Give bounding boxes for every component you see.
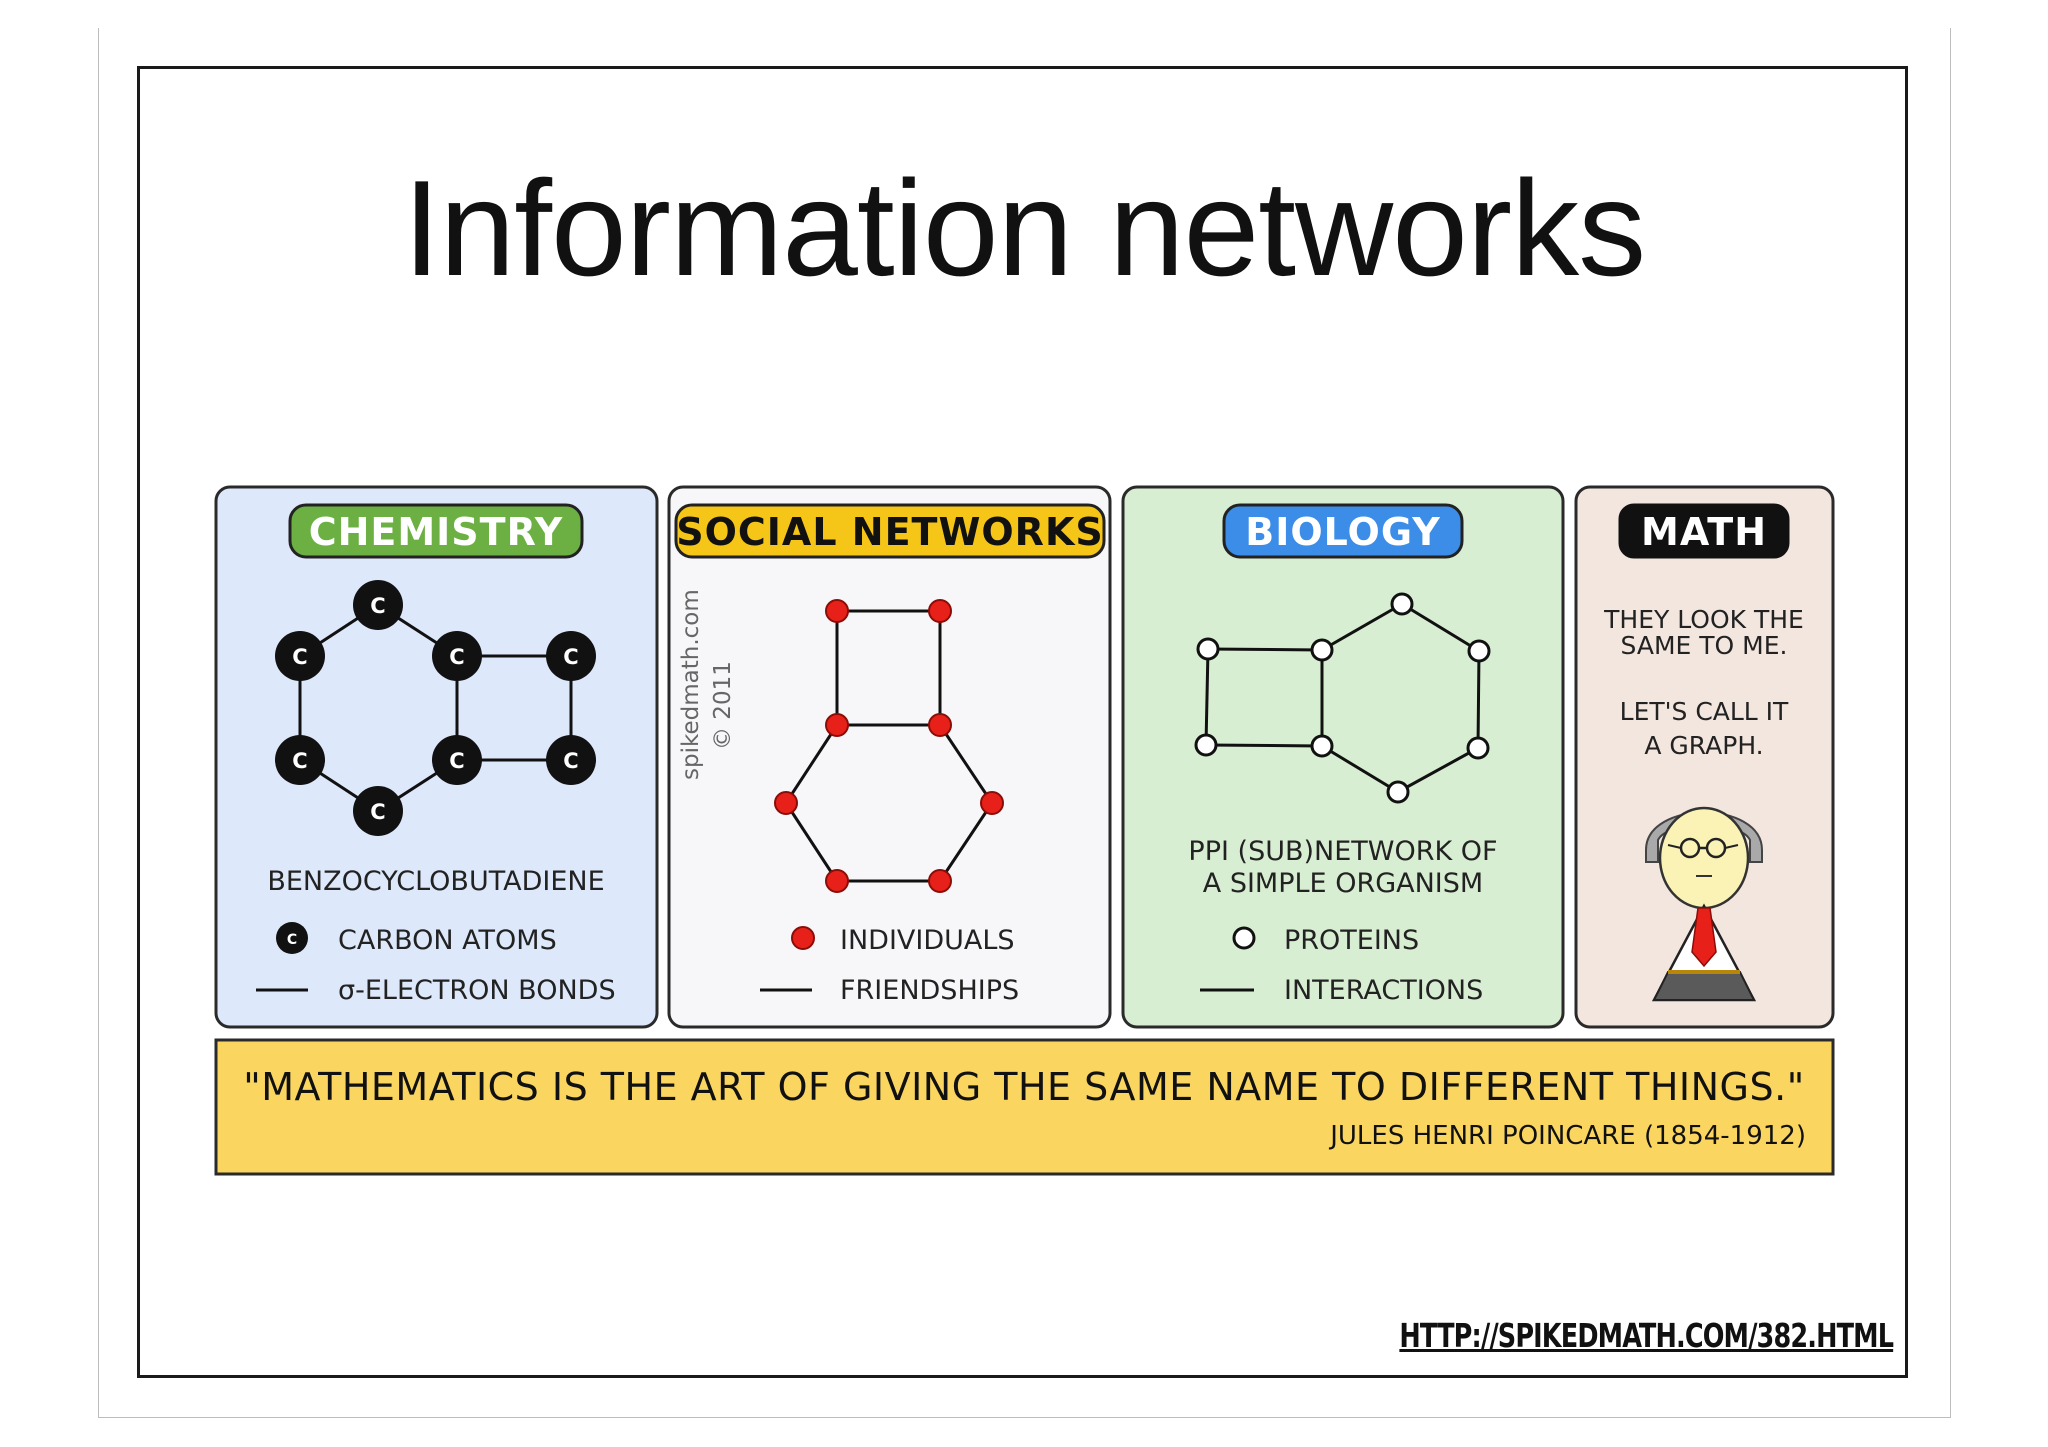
speech-line: SAME TO ME. <box>1621 631 1788 660</box>
carbon-atom-node: C <box>546 735 596 785</box>
protein-interaction-graph <box>1194 592 1491 804</box>
quote-attribution: JULES HENRI POINCARE (1854-1912) <box>1328 1121 1806 1151</box>
character-tie <box>1691 907 1717 968</box>
protein-node <box>1194 733 1218 757</box>
protein-node <box>1467 639 1491 663</box>
carbon-atom-legend-icon <box>276 922 308 954</box>
protein-node <box>1310 734 1334 758</box>
protein-node <box>1390 592 1414 616</box>
carbon-atom-node: C <box>353 580 403 630</box>
carbon-atom-node: C <box>546 631 596 681</box>
mathematician-character <box>1645 806 1763 1002</box>
carbon-atom-node: C <box>275 735 325 785</box>
slide-edge-bottom <box>98 1417 1951 1418</box>
social-networks-heading-badge <box>674 503 1106 559</box>
panel-biology: BIOLOGY <box>1121 485 1565 1029</box>
individual-node <box>825 599 849 623</box>
svg-text:C: C <box>563 749 578 773</box>
panel-chemistry: CHEMISTRY C C C C C C C C BENZOCYCLOBUTA… <box>214 485 659 1029</box>
svg-text:C: C <box>563 645 578 669</box>
individual-node <box>928 599 952 623</box>
svg-text:spikedmath.com: spikedmath.com <box>678 589 704 780</box>
quote-text: "MATHEMATICS IS THE ART OF GIVING THE SA… <box>243 1065 1804 1109</box>
svg-text:C: C <box>287 932 297 948</box>
svg-text:C: C <box>292 749 307 773</box>
svg-text:C: C <box>449 645 464 669</box>
legend-label: INDIVIDUALS <box>840 925 1015 956</box>
chemistry-legend: C CARBON ATOMS σ-ELECTRON BONDS <box>256 922 616 1006</box>
protein-node <box>1310 638 1334 662</box>
individual-node <box>980 791 1004 815</box>
protein-node <box>1196 637 1220 661</box>
speech-line: THEY LOOK THE <box>1603 605 1804 634</box>
source-url-link[interactable]: HTTP://SPIKEDMATH.COM/382.HTML <box>1399 1316 1894 1355</box>
legend-label: FRIENDSHIPS <box>840 975 1019 1006</box>
slide-title: Information networks <box>402 152 1646 304</box>
individual-legend-icon <box>791 926 815 950</box>
protein-legend-icon <box>1232 926 1256 950</box>
svg-text:© 2011: © 2011 <box>710 661 736 750</box>
character-face <box>1658 806 1750 910</box>
protein-node <box>1386 780 1410 804</box>
individual-node <box>928 869 952 893</box>
protein-node <box>1466 736 1490 760</box>
carbon-atom-node: C <box>353 786 403 836</box>
carbon-atom-node: C <box>432 735 482 785</box>
friendship-graph <box>774 599 1004 893</box>
speech-line: LET'S CALL IT <box>1620 697 1789 726</box>
chemistry-heading: CHEMISTRY <box>309 510 564 554</box>
math-heading-badge <box>1618 503 1790 559</box>
biology-heading-badge <box>1222 503 1464 559</box>
math-heading: MATH <box>1641 510 1767 554</box>
speech-line: A GRAPH. <box>1644 731 1763 760</box>
svg-text:C: C <box>370 594 385 618</box>
chemistry-caption: BENZOCYCLOBUTADIENE <box>267 866 604 897</box>
slide-edge-right <box>1950 28 1951 1418</box>
social-networks-heading: SOCIAL NETWORKS <box>676 510 1104 554</box>
individual-node <box>825 869 849 893</box>
individual-node <box>928 713 952 737</box>
slide-edge-left <box>98 28 99 1418</box>
individual-node <box>774 791 798 815</box>
quote-banner: "MATHEMATICS IS THE ART OF GIVING THE SA… <box>214 1038 1835 1176</box>
biology-caption-line-1: PPI (SUB)NETWORK OF <box>1188 836 1497 867</box>
chemistry-heading-badge <box>288 503 584 559</box>
biology-legend: PROTEINS INTERACTIONS <box>1200 925 1483 1006</box>
legend-label: σ-ELECTRON BONDS <box>338 975 616 1006</box>
watermark: spikedmath.com © 2011 <box>678 589 736 780</box>
svg-text:C: C <box>292 645 307 669</box>
biology-heading: BIOLOGY <box>1245 510 1440 554</box>
svg-text:C: C <box>370 800 385 824</box>
svg-text:C: C <box>449 749 464 773</box>
legend-label: PROTEINS <box>1284 925 1419 956</box>
individual-node <box>825 713 849 737</box>
panel-social-networks: SOCIAL NETWORKS spikedmath.com © 2011 <box>667 485 1112 1029</box>
legend-label: INTERACTIONS <box>1284 975 1483 1006</box>
benzocyclobutadiene-graph: C C C C C C C C <box>275 580 596 836</box>
carbon-atom-node: C <box>275 631 325 681</box>
carbon-atom-node: C <box>432 631 482 681</box>
legend-label: CARBON ATOMS <box>338 925 557 956</box>
panel-math: MATH THEY LOOK THE SAME TO ME. LET'S CAL… <box>1574 485 1835 1029</box>
social-networks-legend: INDIVIDUALS FRIENDSHIPS <box>760 925 1019 1006</box>
biology-caption-line-2: A SIMPLE ORGANISM <box>1203 868 1483 899</box>
